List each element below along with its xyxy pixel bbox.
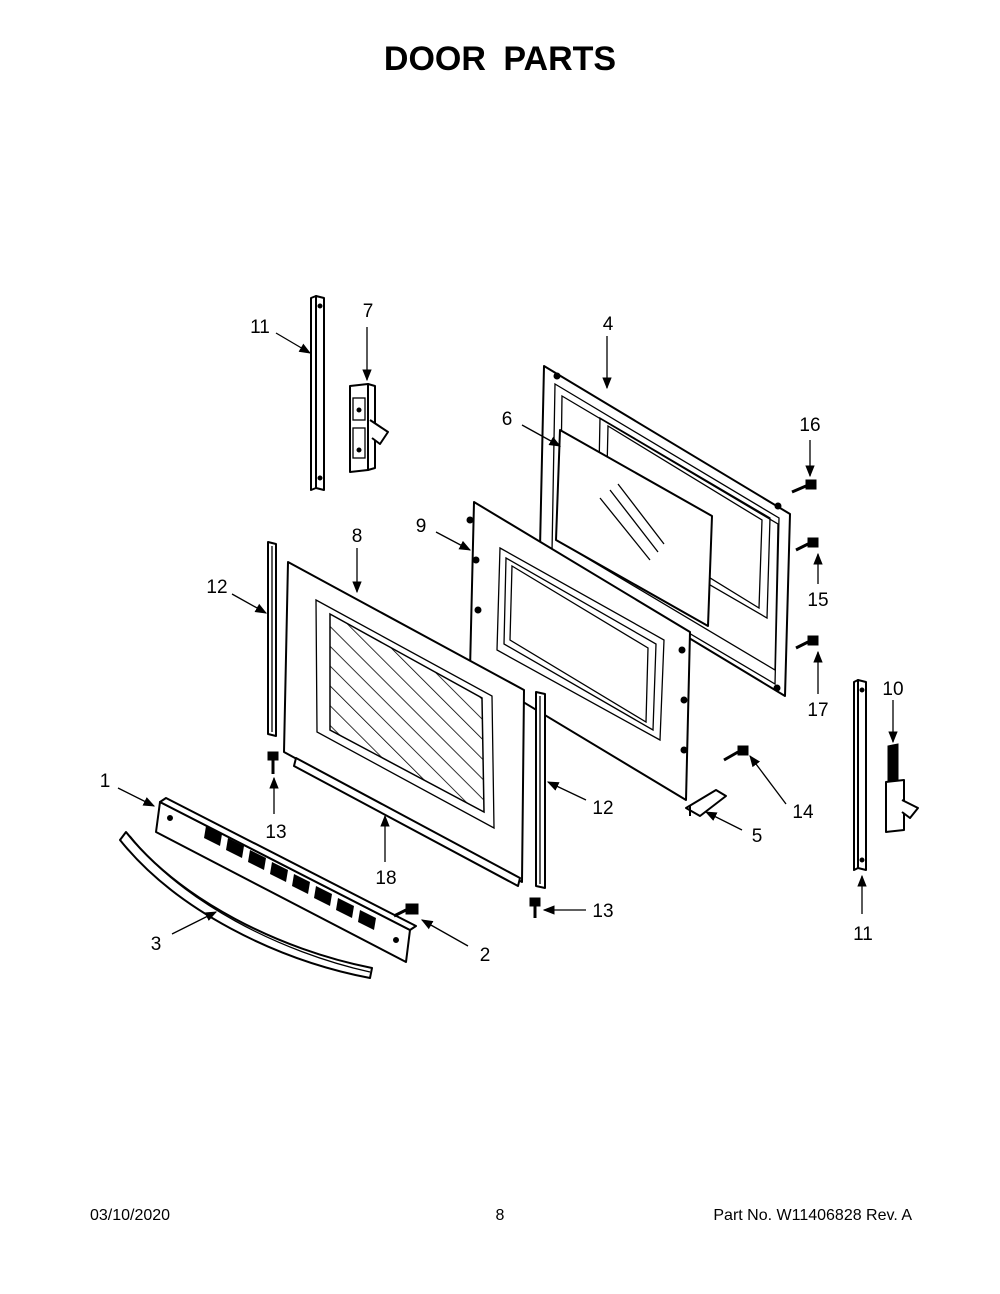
callout-10: 10: [882, 679, 903, 700]
arrow-3: [171, 911, 218, 935]
screw-2: [393, 903, 419, 918]
callout-15: 15: [807, 590, 828, 611]
callout-16: 16: [799, 415, 820, 436]
screw-17: [795, 635, 819, 650]
door-hinge-right: [885, 743, 919, 833]
callout-labels: 11 7 4 6 16 9 8 12 15 17 10 1 13 18 12 1…: [100, 301, 904, 966]
callout-12-right: 12: [592, 798, 613, 819]
bottom-trim-strip: [293, 757, 521, 887]
door-bracket: [685, 789, 727, 817]
hinge-receiver-strip-left: [310, 295, 325, 491]
callout-9: 9: [416, 516, 427, 537]
callout-18: 18: [375, 868, 396, 889]
arrow-6: [521, 424, 562, 447]
arrow-2: [420, 919, 469, 947]
footer-date: 03/10/2020: [90, 1207, 171, 1224]
door-frame: [466, 501, 691, 801]
callout-13-left: 13: [265, 822, 286, 843]
arrow-9: [435, 531, 472, 551]
screw-16: [791, 479, 817, 494]
page-title: DOOR PARTS: [383, 40, 617, 78]
screw-15: [795, 537, 819, 552]
callout-11-top: 11: [250, 317, 270, 338]
callout-5: 5: [752, 826, 763, 847]
footer-part-number: Part No. W11406828 Rev. A: [713, 1207, 912, 1224]
arrow-1: [117, 787, 156, 807]
callout-11-right: 11: [853, 924, 873, 945]
vent-trim-panel: [155, 797, 417, 963]
callout-7: 7: [363, 301, 374, 322]
callout-6: 6: [502, 409, 513, 430]
leader-arrows: [117, 327, 898, 947]
arrow-12-right: [546, 781, 587, 801]
footer-page-number: 8: [495, 1207, 505, 1224]
door-handle: [119, 831, 373, 979]
callout-1: 1: [100, 771, 111, 792]
inner-window-glass: [555, 429, 713, 627]
callout-17: 17: [807, 700, 828, 721]
hinge-receiver-strip-right: [853, 679, 867, 871]
callout-13-right: 13: [592, 901, 613, 922]
side-trim-right: [535, 691, 546, 889]
arrow-11-top: [275, 332, 312, 354]
arrow-14: [749, 755, 787, 805]
outer-door-panel: [283, 561, 525, 883]
screw-13-right: [529, 897, 541, 918]
callout-12-left: 12: [206, 577, 227, 598]
callout-14: 14: [792, 802, 814, 823]
side-trim-left: [267, 541, 277, 737]
callout-3: 3: [151, 934, 162, 955]
arrow-12-left: [231, 593, 268, 614]
callout-8: 8: [352, 526, 363, 547]
callout-4: 4: [603, 314, 614, 335]
screw-14: [723, 745, 749, 762]
screw-13-left: [267, 751, 279, 774]
door-hinge-left: [349, 383, 389, 473]
arrow-5: [704, 811, 743, 831]
callout-2: 2: [480, 945, 491, 966]
